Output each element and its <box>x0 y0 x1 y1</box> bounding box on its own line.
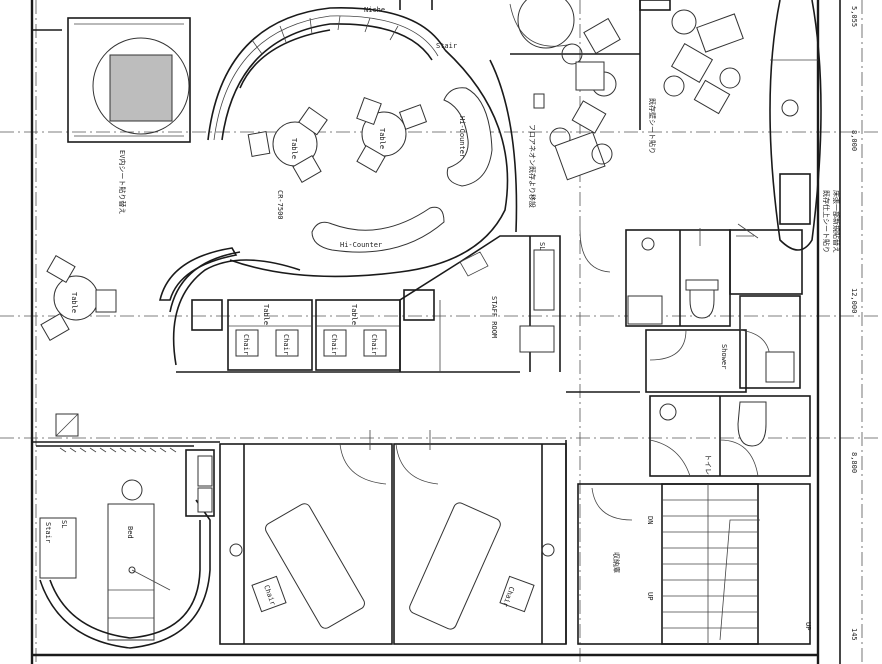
table-center-right-label: Table <box>378 128 386 149</box>
dim-5: 145 <box>850 628 858 641</box>
storage-label: 収納庫 <box>612 552 621 573</box>
table-center-left: Table <box>247 106 328 183</box>
small-1: SL <box>60 520 68 528</box>
dn-label: DN <box>646 516 654 524</box>
booth-chair-1: Chair <box>242 334 250 355</box>
treatment-room-1: Chair <box>219 443 393 645</box>
corridor-details: SL <box>369 223 759 644</box>
ev-note: EV内シート貼り替え <box>118 150 127 214</box>
right-note-1: 既存仕上シート貼り <box>822 190 831 253</box>
hi-counter-right: Hi-Counter <box>443 87 493 187</box>
bed-room: Bed Stair SL <box>32 413 220 649</box>
staircase: DN UP 収納庫 UP <box>577 483 812 645</box>
hi-counter-right-label: Hi-Counter <box>458 116 466 158</box>
floor-note: フロアネオン既存より移設 <box>528 124 537 208</box>
booth-chair-4: Chair <box>370 334 378 355</box>
hi-counter-bottom-label: Hi-Counter <box>340 241 382 249</box>
small-2: SL <box>538 242 546 250</box>
dim-4: 5,055 <box>850 6 858 27</box>
dim-3: 8,800 <box>850 452 858 473</box>
booths: Table Table Chair Chair Chair Chair <box>176 289 520 373</box>
curved-niche: Niche Stair <box>207 6 457 141</box>
wall-note: 既存壁シート貼り <box>648 98 657 154</box>
stair-left-label: Stair <box>44 522 52 543</box>
treatment-room-2: Chair <box>393 443 567 645</box>
table-left: Table <box>40 255 117 341</box>
table-left-label: Table <box>70 292 78 313</box>
staff-room: STAFF ROOM <box>399 235 561 372</box>
table-center-right: Table <box>356 96 428 173</box>
toilet-label: トイレ <box>704 454 712 475</box>
staff-room-label: STAFF ROOM <box>490 296 498 338</box>
right-note-2: 床張一部新規貼替え <box>832 190 841 253</box>
table-center-left-label: Table <box>290 138 298 159</box>
booth-table-1: Table <box>262 304 270 325</box>
outer-walls <box>30 0 841 664</box>
shower-label: Shower <box>720 344 728 369</box>
booth-chair-3: Chair <box>330 334 338 355</box>
niche-label: Niche <box>364 6 385 14</box>
stair-top-label: Stair <box>436 42 457 50</box>
booth-chair-2: Chair <box>282 334 290 355</box>
dim-1: 8,000 <box>850 130 858 151</box>
dim-2: 12,000 <box>850 288 858 313</box>
booth-table-2: Table <box>350 304 358 325</box>
central-zone <box>158 49 509 366</box>
cr-note: CR-7500 <box>276 190 284 220</box>
small-3: UP <box>804 622 812 630</box>
right-column: 既存仕上シート貼り 床張一部新規貼替え 8,000 12,000 8,800 5… <box>769 0 858 641</box>
hi-counter-bottom: Hi-Counter <box>311 206 445 253</box>
elevator: EV内シート貼り替え <box>67 17 191 214</box>
washrooms: Shower トイレ <box>579 229 811 477</box>
up-label: UP <box>646 592 654 600</box>
cafe-area: フロアネオン既存より移設 既存壁シート貼り <box>489 0 744 233</box>
bed-label: Bed <box>126 526 134 539</box>
